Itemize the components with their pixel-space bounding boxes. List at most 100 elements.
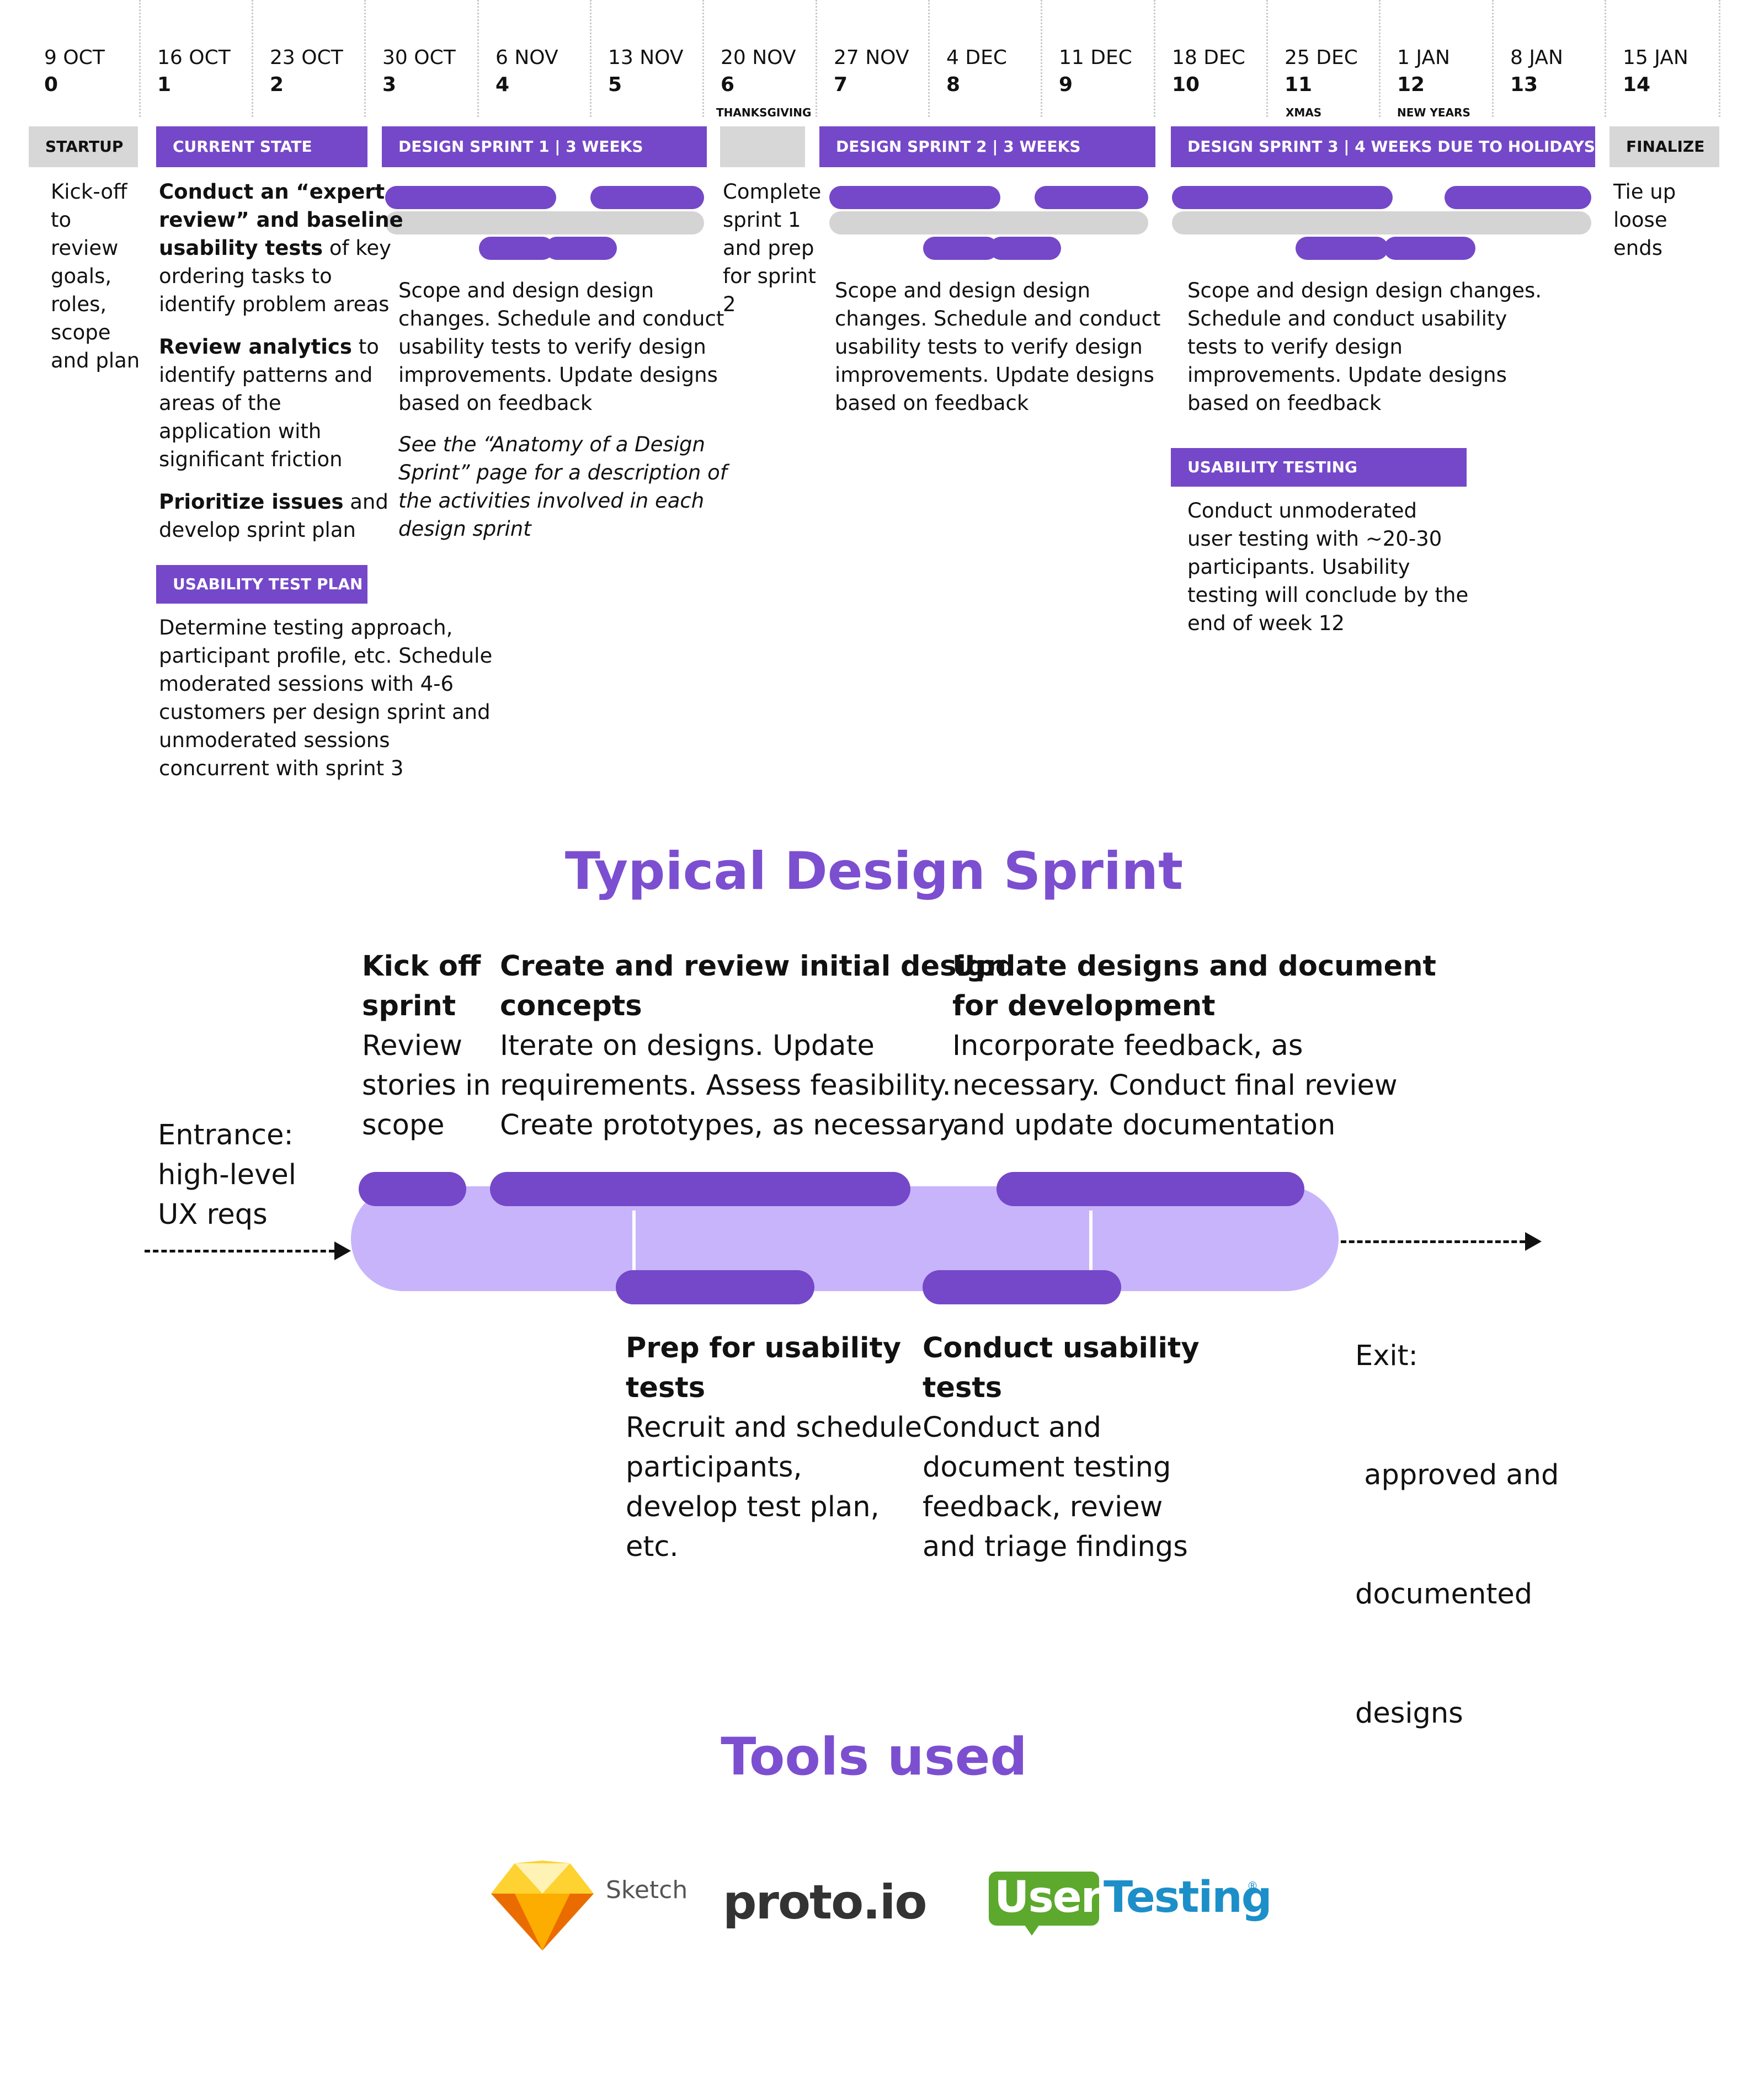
step-title: for development — [952, 990, 1216, 1022]
step-title: tests — [626, 1372, 706, 1404]
phase-finalize: FINALIZE — [1610, 126, 1719, 167]
text-line: review — [51, 236, 119, 260]
phase-current-state: CURRENT STATE — [156, 126, 367, 167]
mini-track — [829, 211, 1148, 234]
week-number: 8 — [946, 73, 961, 96]
create-review-step: Create and review initial design concept… — [500, 947, 1006, 1145]
step-title: Create and review initial design — [500, 950, 1006, 983]
week-date: 11 DEC — [1059, 46, 1132, 69]
bold-phrase: Prioritize issues — [159, 490, 344, 514]
text-line: improvements. Update designs — [398, 363, 718, 387]
sketch-diamond-icon — [491, 1861, 594, 1950]
text-line: concurrent with sprint 3 — [159, 756, 404, 780]
text-line: moderated sessions with 4-6 — [159, 672, 454, 696]
exit-label: Exit: approved and documented designs — [1355, 1257, 1559, 1773]
text-line: sprint 1 — [723, 208, 801, 232]
bold-phrase: Conduct an “expert — [159, 180, 385, 204]
tools-title: Tools used — [721, 1727, 1027, 1787]
text-line: customers per design sprint and — [159, 700, 491, 724]
step-title: tests — [923, 1372, 1003, 1404]
week-date: 1 JAN — [1397, 46, 1450, 69]
usertesting-user: User — [994, 1873, 1102, 1922]
exit-arrowhead-icon — [1525, 1232, 1542, 1251]
text-line: Determine testing approach, — [159, 616, 453, 639]
text-line: Scope and design design — [835, 279, 1091, 302]
phase-design-sprint-1: DESIGN SPRINT 1 | 3 WEEKS — [382, 126, 707, 167]
week-number: 2 — [270, 73, 284, 96]
phase-design-sprint-2: DESIGN SPRINT 2 | 3 WEEKS — [819, 126, 1155, 167]
week-6-description: Complete sprint 1 and prep for sprint 2 — [723, 178, 821, 318]
text-line: end of week 12 — [1187, 611, 1345, 635]
mini-bar — [829, 186, 1000, 209]
kickoff-step: Kick off sprint Review stories in scope — [362, 947, 491, 1145]
sprint-2-description: Scope and design design changes. Schedul… — [835, 276, 1160, 417]
text-line: Scope and design design changes. — [1187, 279, 1542, 302]
step-body: develop test plan, — [626, 1491, 880, 1523]
week-number: 12 — [1397, 73, 1425, 96]
text-line: and prep — [723, 236, 814, 260]
create-review-bar — [490, 1172, 910, 1206]
text-line: identify patterns and — [159, 363, 373, 387]
text-line: documented — [1355, 1578, 1533, 1611]
text-span: to — [351, 335, 379, 359]
step-body: scope — [362, 1109, 445, 1142]
text-line: Entrance: — [158, 1119, 294, 1152]
holiday-note: XMAS — [1286, 106, 1322, 119]
week-number: 10 — [1172, 73, 1200, 96]
text-line: improvements. Update designs — [835, 363, 1154, 387]
text-line: Sprint” page for a description of — [398, 461, 727, 484]
protoio-logo: proto.io — [723, 1875, 927, 1930]
text-line: Tie up — [1613, 180, 1676, 204]
step-title: Update designs and document — [952, 950, 1436, 983]
text-line: based on feedback — [398, 391, 593, 415]
text-line: Schedule and conduct usability — [1187, 307, 1507, 331]
text-line: design sprint — [398, 517, 531, 541]
text-line: and plan — [51, 349, 140, 372]
prep-usability-bar — [616, 1270, 814, 1304]
phase-week-6-gap — [720, 126, 805, 167]
text-line: unmoderated sessions — [159, 728, 390, 752]
text-line: participants. Usability — [1187, 555, 1410, 579]
text-line: the activities involved in each — [398, 489, 705, 513]
text-line: improvements. Update designs — [1187, 363, 1507, 387]
text-line: application with — [159, 419, 322, 443]
step-body: Create prototypes, as necessary — [500, 1109, 956, 1142]
week-number: 7 — [834, 73, 848, 96]
text-line: significant friction — [159, 447, 343, 471]
phase-design-sprint-3: DESIGN SPRINT 3 | 4 WEEKS DUE TO HOLIDAY… — [1171, 126, 1595, 167]
conduct-usability-bar — [923, 1270, 1121, 1304]
startup-description: Kick-off to review goals, roles, scope a… — [51, 178, 140, 375]
mini-bar — [923, 237, 998, 260]
sketch-wordmark: Sketch — [606, 1876, 688, 1904]
exit-arrow-line — [1341, 1240, 1525, 1243]
text-line: scope — [51, 321, 111, 344]
mini-bar — [1384, 237, 1475, 260]
week-number: 1 — [157, 73, 172, 96]
week-number: 9 — [1059, 73, 1073, 96]
text-line: usability tests to verify design — [398, 335, 706, 359]
speech-tail-icon — [1022, 1921, 1042, 1936]
text-line: See the “Anatomy of a Design — [398, 433, 705, 456]
text-line: develop sprint plan — [159, 518, 356, 542]
update-document-step: Update designs and document for developm… — [952, 947, 1436, 1145]
sprint-3-description: Scope and design design changes. Schedul… — [1187, 276, 1542, 417]
text-line: changes. Schedule and conduct — [835, 307, 1161, 331]
step-body: Iterate on designs. Update — [500, 1030, 875, 1062]
sprint-1-note: See the “Anatomy of a Design Sprint” pag… — [398, 430, 727, 543]
text-line: Exit: — [1355, 1340, 1418, 1372]
finalize-description: Tie up loose ends — [1613, 178, 1676, 262]
week-date: 18 DEC — [1172, 46, 1245, 69]
current-state-description: Conduct an “expert review” and baseline … — [159, 178, 403, 544]
week-date: 30 OCT — [382, 46, 456, 69]
step-body: Recruit and schedule — [626, 1411, 922, 1444]
entrance-label: Entrance: high-level UX reqs — [158, 1116, 296, 1235]
text-line: roles, — [51, 292, 107, 316]
text-line: Scope and design design — [398, 279, 654, 302]
sketch-logo — [490, 1861, 595, 1952]
text-line: testing will conclude by the — [1187, 583, 1469, 607]
mini-bar — [1172, 186, 1393, 209]
step-body: etc. — [626, 1531, 679, 1563]
